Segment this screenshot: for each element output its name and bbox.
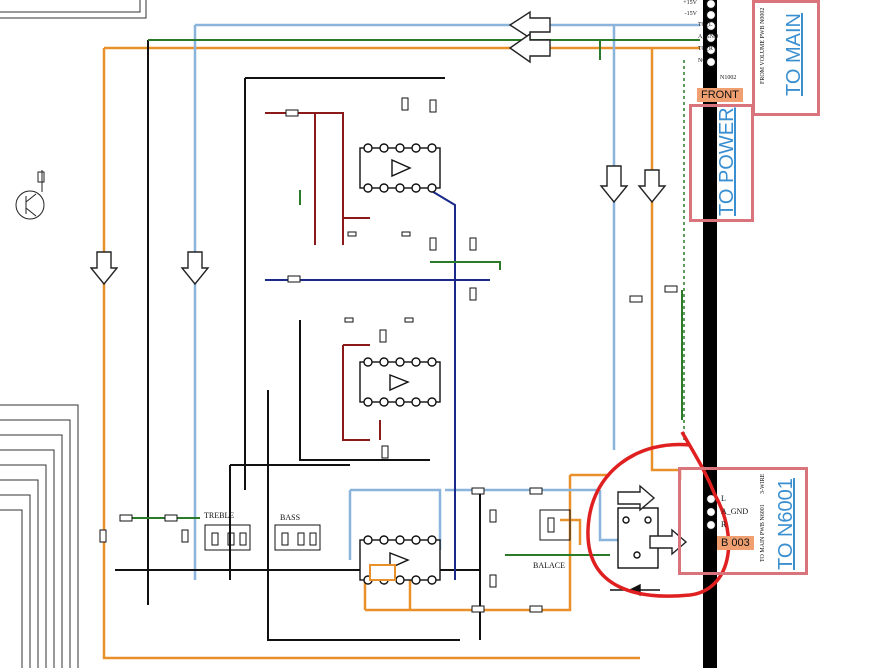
green-traces bbox=[120, 39, 700, 556]
treble-label: TREBLE bbox=[204, 511, 235, 520]
to-power-box bbox=[689, 104, 754, 222]
signal-arrows bbox=[89, 10, 688, 556]
pin-label-r: R bbox=[721, 520, 727, 529]
balace-label: BALACE bbox=[533, 561, 565, 570]
tone-pots bbox=[204, 509, 571, 551]
pin-label-to-r: TO_R bbox=[698, 46, 713, 52]
pin-label-plus15v: +15V bbox=[683, 0, 697, 6]
bass-label: BASS bbox=[280, 513, 301, 522]
regulator-block bbox=[610, 507, 660, 597]
ic-bottom bbox=[359, 535, 441, 585]
pin-label-a-nd: A_GND bbox=[721, 507, 749, 516]
pin-label-nc: NC bbox=[698, 58, 707, 64]
red-traces bbox=[265, 112, 381, 441]
ic-middle bbox=[359, 357, 441, 407]
pin-label-a-gnd: A_GND bbox=[698, 34, 719, 40]
to-main-link[interactable]: TO MAIN bbox=[783, 13, 805, 96]
left-board-traces bbox=[0, 0, 147, 668]
blue-traces bbox=[193, 23, 700, 580]
to-n6001-box bbox=[678, 467, 808, 575]
connector-id-bottom: B 003 bbox=[717, 536, 754, 550]
ic-top bbox=[359, 143, 441, 193]
pin-label-l: L bbox=[721, 494, 726, 503]
to-main-box bbox=[752, 0, 820, 116]
front-badge: FRONT bbox=[697, 88, 743, 102]
to-n6001-link[interactable]: TO N6001 bbox=[775, 478, 797, 570]
pin-label-minus15v: -15V bbox=[684, 11, 697, 17]
top-connector-pins bbox=[705, 0, 717, 68]
connector-id-top: N1002 bbox=[720, 75, 737, 81]
to-power-link[interactable]: TO POWER bbox=[716, 107, 738, 216]
highlight-circle bbox=[586, 431, 731, 598]
pin-label-to-l: TO_L bbox=[698, 22, 713, 28]
passive-components bbox=[99, 97, 678, 613]
transistor-symbol bbox=[15, 170, 45, 220]
